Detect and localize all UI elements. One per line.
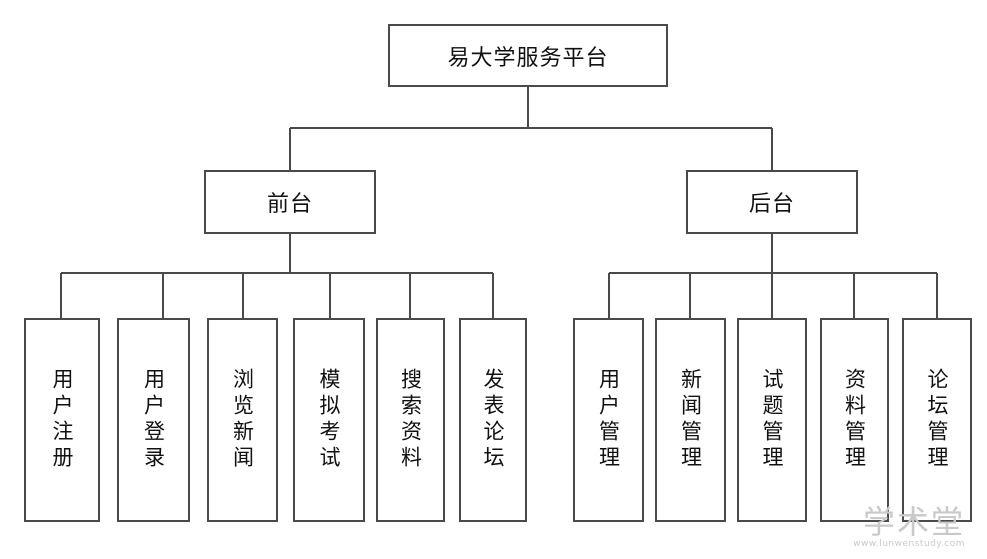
leaf-label: 试题管理 (760, 368, 784, 472)
front-item-user-login: 用户登录 (117, 318, 190, 522)
leaf-label: 模拟考试 (317, 368, 341, 472)
back-item-materials-management: 资料管理 (820, 318, 889, 522)
leaf-label: 用户注册 (50, 368, 74, 472)
leaf-label: 资料管理 (842, 368, 867, 472)
back-item-forum-management: 论坛管理 (902, 318, 972, 522)
leaf-label: 浏览新闻 (230, 368, 255, 472)
front-label: 前台 (266, 192, 313, 217)
back-node: 后台 (686, 170, 858, 234)
front-item-search-materials: 搜索资料 (376, 318, 445, 522)
front-item-browse-news: 浏览新闻 (207, 318, 278, 522)
leaf-label: 搜索资料 (398, 368, 423, 472)
back-item-news-management: 新闻管理 (655, 318, 726, 522)
root-node: 易大学服务平台 (388, 24, 668, 87)
root-label: 易大学服务平台 (447, 45, 609, 71)
leaf-label: 发表论坛 (481, 368, 505, 472)
leaf-label: 用户登录 (141, 368, 166, 472)
front-item-post-forum: 发表论坛 (459, 318, 527, 522)
front-node: 前台 (204, 170, 376, 234)
back-item-user-management: 用户管理 (573, 318, 644, 522)
leaf-label: 新闻管理 (678, 368, 703, 472)
watermark-url: www.lunwenstudy.com (853, 539, 965, 549)
back-item-exam-management: 试题管理 (737, 318, 807, 522)
leaf-label: 论坛管理 (925, 368, 949, 472)
front-item-user-register: 用户注册 (24, 318, 100, 522)
leaf-label: 用户管理 (596, 368, 621, 472)
front-item-mock-exam: 模拟考试 (293, 318, 365, 522)
back-label: 后台 (748, 192, 795, 217)
watermark: 学术堂 www.lunwenstudy.com (853, 505, 965, 549)
watermark-text: 学术堂 (862, 503, 965, 541)
